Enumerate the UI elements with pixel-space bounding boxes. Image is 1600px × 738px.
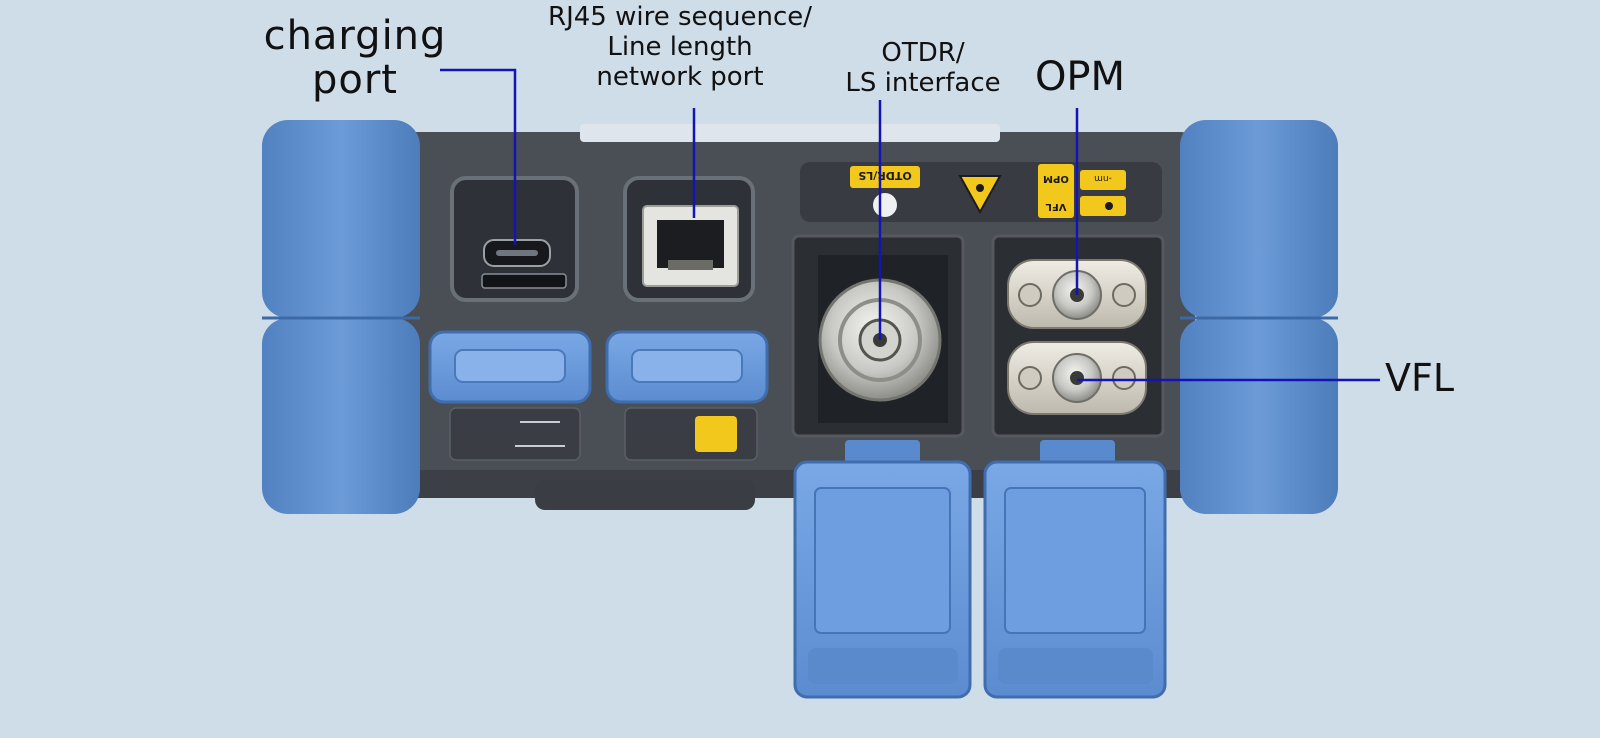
charging-port-leader [440, 68, 517, 245]
charging-port-label-line2: port [312, 57, 398, 103]
device-foot [535, 480, 755, 510]
vfl-plate-screw-right [1112, 366, 1136, 390]
opm-label: OPM [1034, 54, 1126, 100]
vfl-indicator-dot [1105, 202, 1113, 210]
bumper-right-bottom [1180, 318, 1338, 514]
lan-yellow-badge [695, 416, 737, 452]
laser-warning-triangle [958, 175, 1002, 215]
bumper-right-top [1180, 120, 1338, 318]
bumper-left-top [262, 120, 420, 318]
charging-port-label: charging port [255, 14, 455, 102]
vfl-badge-text: VFL [1045, 201, 1067, 212]
rj45-pins [668, 260, 713, 270]
rj45-port-label-line1: RJ45 wire sequence/ [548, 2, 812, 32]
rj45-port-label-line2: Line length [607, 32, 753, 62]
otdr-indicator-led [873, 193, 897, 217]
rj45-port-label-line3: network port [596, 62, 764, 92]
opm-plate-screw-left [1018, 283, 1042, 307]
otdr-dust-cap-recess [814, 487, 951, 634]
otdr-ls-label: OTDR/ LS interface [828, 38, 1018, 98]
opm-vfl-dust-cap-lip [998, 648, 1153, 684]
wavelength-badge [1080, 170, 1126, 190]
otdr-ls-badge-text: OTDR/LS [858, 169, 911, 182]
wavelength-badge-text: -nm [1094, 173, 1112, 183]
device-top-panel [580, 124, 1000, 142]
opm-badge-text: OPM [1043, 173, 1069, 184]
vfl-fiber-core [1070, 371, 1084, 385]
tf-card-slot [481, 273, 567, 289]
otdr-ls-label-line1: OTDR/ [881, 38, 965, 68]
type-c-tf-label-plate [449, 407, 581, 461]
lan-port-cap-recess [631, 349, 743, 383]
laser-warning-dot [976, 184, 984, 192]
lan-label-plate [624, 407, 758, 461]
bumper-left-bottom [262, 318, 420, 514]
otdr-ls-label-badge [850, 166, 920, 188]
usb-c-tongue [496, 250, 538, 256]
vfl-label: VFL [1385, 356, 1455, 400]
vfl-indicator-badge [1080, 196, 1126, 216]
vfl-plate-screw-left [1018, 366, 1042, 390]
opm-vfl-dust-cap-recess [1004, 487, 1146, 634]
otdr-ls-label-line2: LS interface [845, 68, 1001, 98]
opm-vfl-label-badge [1038, 164, 1074, 218]
charging-port-label-line1: charging [263, 13, 447, 59]
rj45-port-label: RJ45 wire sequence/ Line length network … [505, 2, 855, 92]
charging-port-cap-recess [454, 349, 566, 383]
opm-plate-screw-right [1112, 283, 1136, 307]
otdr-dust-cap-lip [808, 648, 958, 684]
